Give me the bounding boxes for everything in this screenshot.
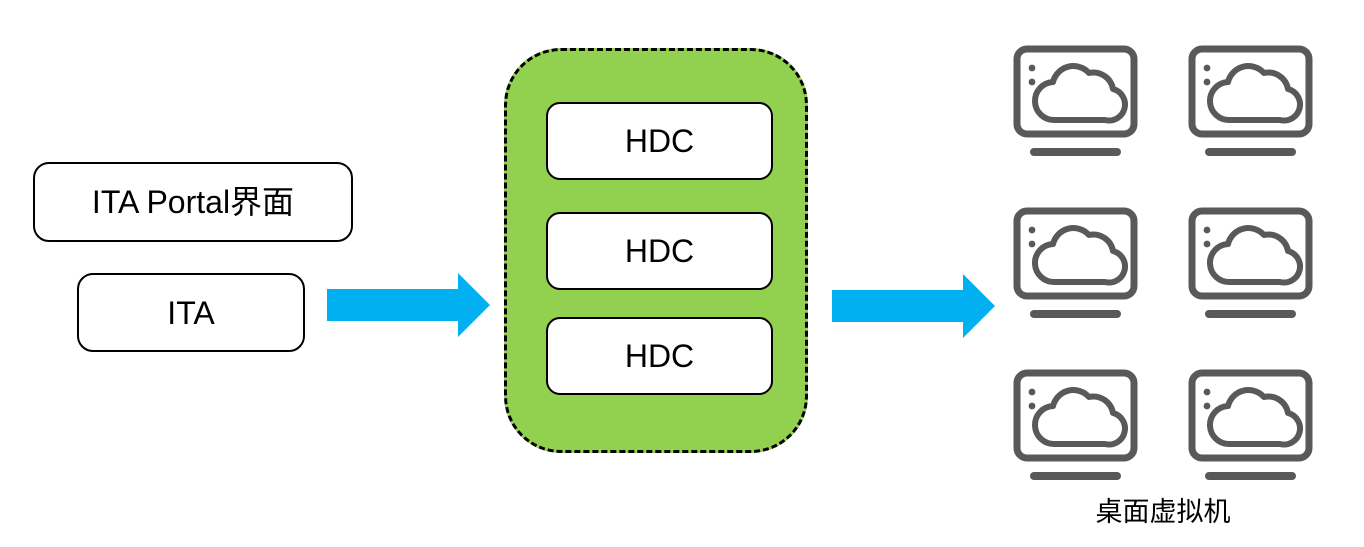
arrow-right-icon — [327, 273, 490, 337]
hdc-cluster[interactable]: HDC HDC HDC — [504, 48, 808, 453]
node-ita[interactable]: ITA — [77, 273, 305, 352]
cloud-desktop-icon — [1013, 369, 1138, 481]
node-hdc-2[interactable]: HDC — [546, 212, 773, 290]
node-ita-portal[interactable]: ITA Portal界面 — [33, 162, 353, 242]
arrow-right-icon — [832, 274, 995, 338]
cloud-desktop-icon — [1013, 45, 1138, 157]
cloud-desktop-icon — [1013, 207, 1138, 319]
node-hdc-1-label: HDC — [624, 123, 695, 159]
cloud-desktop-icon — [1188, 207, 1313, 319]
desktop-vm-caption: 桌面虚拟机 — [1095, 497, 1231, 527]
node-hdc-2-label: HDC — [624, 233, 695, 269]
node-ita-label: ITA — [167, 294, 215, 331]
node-hdc-3-label: HDC — [624, 338, 695, 374]
desktop-vm-grid — [1013, 45, 1313, 481]
cloud-desktop-icon — [1188, 45, 1313, 157]
cloud-desktop-icon — [1188, 369, 1313, 481]
node-ita-portal-label: ITA Portal界面 — [91, 184, 295, 220]
node-hdc-1[interactable]: HDC — [546, 102, 773, 180]
node-hdc-3[interactable]: HDC — [546, 317, 773, 395]
